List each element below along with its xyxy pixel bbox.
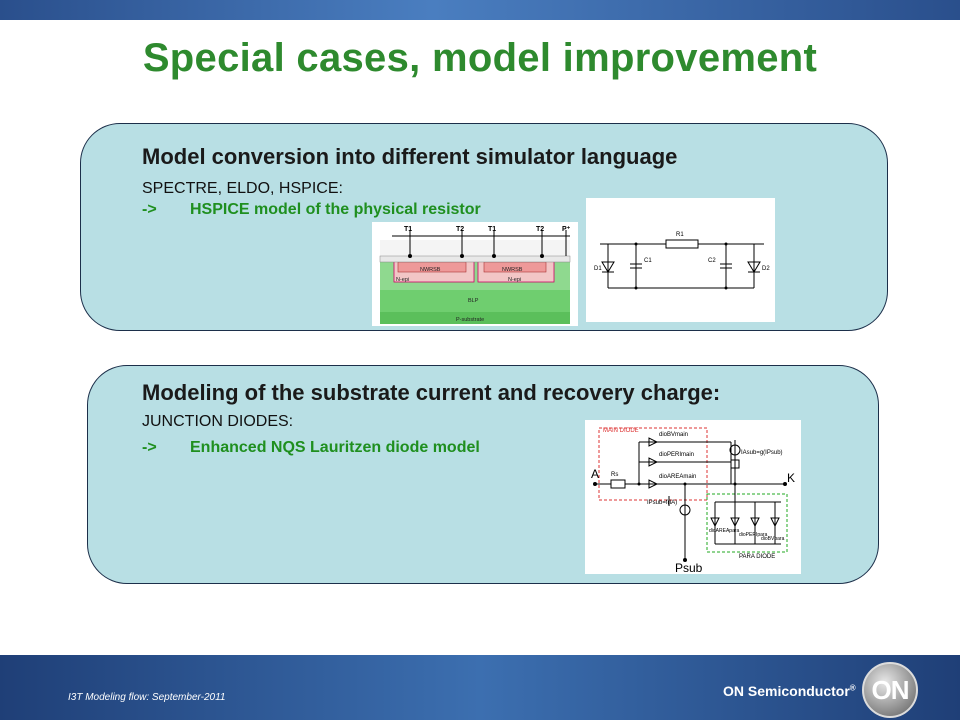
slide-title: Special cases, model improvement xyxy=(142,36,818,80)
sch2-label-pbv: dioBVpara xyxy=(761,536,785,542)
sch1-label-d2: D2 xyxy=(762,266,770,272)
sch2-label-dperi: dioPERImain xyxy=(659,452,694,458)
xs-label-nepi-2: N-epi xyxy=(508,277,521,283)
panel1-subtitle: SPECTRE, ELDO, HSPICE: xyxy=(142,180,343,197)
panel1-bullet-arrow: -> xyxy=(142,201,157,218)
diode-model-schematic-image: MAIN DIODE dioBVmain dioPERImain dioAREA… xyxy=(585,420,801,575)
sch2-label-node-a: A xyxy=(591,467,599,481)
panel2-bullet-text: Enhanced NQS Lauritzen diode model xyxy=(190,439,480,456)
sch2-label-darea: dioAREAmain xyxy=(659,474,696,480)
panel1-bullet: -> HSPICE model of the physical resistor xyxy=(142,201,481,219)
footer-bar xyxy=(0,655,960,720)
xs-label-psub: P-substrate xyxy=(456,317,484,323)
panel2-subtitle: JUNCTION DIODES: xyxy=(142,413,294,430)
panel1-bullet-text: HSPICE model of the physical resistor xyxy=(190,201,481,218)
xs-label-t2b: T2 xyxy=(536,226,544,233)
xs-label-t1a: T1 xyxy=(404,226,412,233)
on-logo-text: ON xyxy=(871,675,910,705)
sch2-label-rs: Rs xyxy=(611,472,618,478)
sch2-label-parea: dioAREApara xyxy=(709,528,740,534)
panel2-bullet: -> Enhanced NQS Lauritzen diode model xyxy=(142,439,480,457)
sch2-label-iasub: IAsub=g(IPsub) xyxy=(741,450,783,456)
footer-note: I3T Modeling flow: September-2011 xyxy=(68,692,226,703)
sch2-label-main-diode: MAIN DIODE xyxy=(603,428,639,434)
sch2-label-dbv: dioBVmain xyxy=(659,432,688,438)
xs-label-t2a: T2 xyxy=(456,226,464,233)
xs-label-blp: BLP xyxy=(468,298,479,304)
sch2-label-node-k: K xyxy=(787,471,795,485)
brand-name: ON Semiconductor® xyxy=(723,683,856,699)
sch1-label-c1: C1 xyxy=(644,258,652,264)
xs-label-p: P⁺ xyxy=(562,226,571,233)
sch1-label-c2: C2 xyxy=(708,258,716,264)
sch1-label-r1: R1 xyxy=(676,232,684,238)
xs-label-nepi-1: N-epi xyxy=(396,277,409,283)
sch2-label-psub: Psub xyxy=(675,561,703,574)
sch2-label-para-diode: PARA DIODE xyxy=(739,554,775,560)
top-bar xyxy=(0,0,960,20)
panel1-title: Model conversion into different simulato… xyxy=(142,144,678,169)
sch2-label-ipsub: IPsub=f(IA) xyxy=(647,500,677,506)
sch2-label-pperi: dioPERIpara xyxy=(739,532,768,538)
resistor-schematic-image: R1 C1 C2 D1 D2 xyxy=(586,198,775,322)
panel2-bullet-arrow: -> xyxy=(142,439,157,456)
resistor-cross-section-image: T1 T2 T1 T2 P⁺ NWRSB NWRSB N-epi N-epi B… xyxy=(372,222,578,326)
brand-name-text: ON Semiconductor xyxy=(723,683,850,699)
on-logo-icon: ON xyxy=(862,662,918,718)
sch1-label-d1: D1 xyxy=(594,266,602,272)
xs-label-t1b: T1 xyxy=(488,226,496,233)
xs-label-nwrsb-1: NWRSB xyxy=(420,267,441,273)
brand-registered-mark: ® xyxy=(849,683,856,693)
panel2-title: Modeling of the substrate current and re… xyxy=(142,380,721,405)
xs-label-nwrsb-2: NWRSB xyxy=(502,267,523,273)
